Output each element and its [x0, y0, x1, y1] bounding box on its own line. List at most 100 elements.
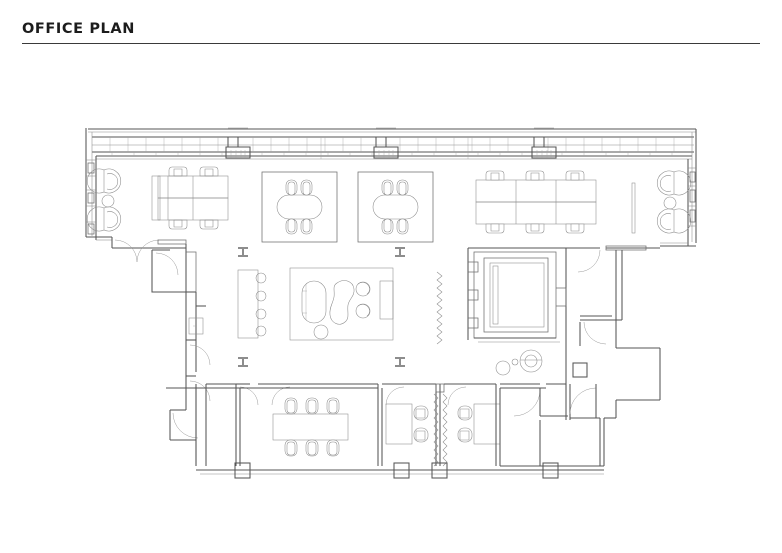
curtain-wall-pilaster [531, 127, 557, 159]
conference-room [272, 397, 349, 457]
core-shell [473, 251, 557, 339]
pantry-utility [151, 249, 206, 341]
structural-column [431, 462, 448, 479]
southwest-partitions [166, 340, 236, 466]
structural-column [572, 362, 588, 378]
task-chair [565, 223, 585, 234]
workstation-cluster-west [151, 166, 229, 230]
conference-chair [305, 439, 319, 457]
office-desk [385, 403, 413, 445]
office-chair [457, 427, 473, 443]
curtain-wall-pilaster [373, 127, 399, 159]
coffee-table [313, 324, 329, 340]
bar-stool [255, 290, 267, 302]
conference-chair [326, 397, 340, 415]
title-block: OFFICE PLAN [22, 20, 760, 44]
west-exterior-wall [85, 128, 112, 241]
bar-stool [255, 272, 267, 284]
conference-chair [326, 439, 340, 457]
planting-screen [436, 271, 443, 345]
meeting-chair [381, 179, 394, 196]
i-beam-column [238, 357, 248, 367]
elevator-shaft [489, 262, 545, 328]
side-table [663, 196, 677, 210]
page-title: OFFICE PLAN [22, 21, 135, 37]
counter-top [237, 269, 259, 339]
sofa-organic [329, 280, 355, 325]
meeting-chair [300, 218, 313, 235]
i-beam-column [395, 357, 405, 367]
task-chair [168, 219, 188, 230]
structural-column [393, 462, 410, 479]
tap [511, 358, 519, 366]
west-double-door [111, 237, 187, 292]
east-lobby [566, 245, 661, 400]
lounge-rug [289, 267, 394, 341]
armchair [355, 281, 371, 297]
core-inner [483, 257, 549, 333]
meeting-chair [300, 179, 313, 196]
office-chair [413, 405, 429, 421]
wc-pan [519, 349, 543, 373]
bar-stool [255, 308, 267, 320]
east-exterior-wall [660, 129, 697, 247]
private-office-1 [382, 383, 448, 467]
office-chair [413, 427, 429, 443]
task-chair [485, 223, 505, 234]
task-chair [168, 166, 188, 177]
task-chair [525, 223, 545, 234]
structural-column [542, 462, 559, 479]
north-curtain-wall [88, 127, 696, 160]
core-column-marker [572, 362, 588, 378]
meeting-chair [396, 218, 409, 235]
appliance [188, 317, 204, 335]
east-lounge-seating [631, 170, 691, 234]
curtain-wall-pilaster [225, 127, 251, 159]
armchair [355, 303, 371, 319]
i-beam-column [238, 247, 248, 257]
task-chair [199, 166, 219, 177]
stair-run [492, 265, 499, 325]
lounge-chair [657, 208, 691, 234]
task-chair [485, 170, 505, 181]
i-beam-column [395, 247, 405, 257]
workstation-cluster-east [475, 170, 597, 234]
lounge-chair [87, 168, 121, 194]
oval-table [372, 194, 419, 220]
south-partitions [235, 383, 383, 466]
west-lounge-seating [87, 168, 121, 232]
oval-table [276, 194, 323, 220]
conference-chair [284, 397, 298, 415]
conference-chair [305, 397, 319, 415]
lounge-chair [657, 170, 691, 196]
central-lounge [289, 267, 394, 341]
conference-table [272, 413, 349, 441]
wc-fixtures [495, 349, 543, 376]
south-exterior-wall [196, 462, 604, 479]
bar-stool [255, 325, 267, 337]
structural-column [234, 462, 251, 479]
task-chair [525, 170, 545, 181]
sofa-rounded [301, 280, 327, 324]
conference-chair [284, 439, 298, 457]
lounge-chair [87, 206, 121, 232]
task-chair [565, 170, 585, 181]
credenza [379, 280, 394, 320]
meeting-pod-1 [261, 171, 338, 243]
building-core [467, 247, 567, 390]
meeting-chair [285, 179, 298, 196]
bar-counter [237, 269, 267, 339]
southeast-rooms [500, 383, 660, 467]
task-chair [199, 219, 219, 230]
basin [495, 360, 511, 376]
column-markers [238, 247, 405, 367]
meeting-pod-2 [357, 171, 434, 243]
meeting-chair [285, 218, 298, 235]
meeting-chair [381, 218, 394, 235]
office-chair [457, 405, 473, 421]
partition-fin [631, 182, 636, 234]
side-table [101, 194, 115, 208]
